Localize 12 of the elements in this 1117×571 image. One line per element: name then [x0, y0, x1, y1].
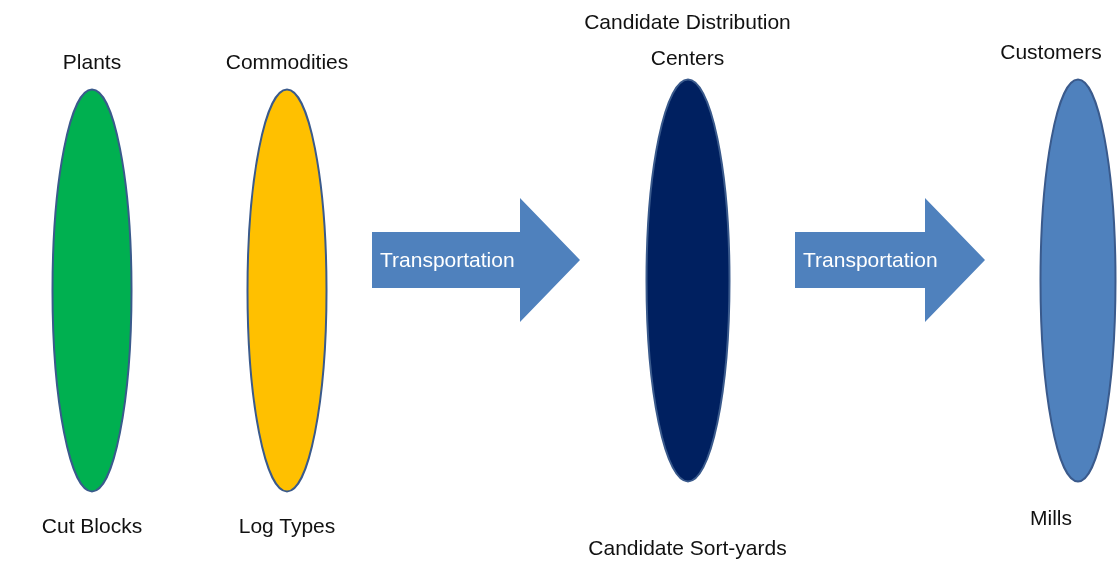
- node-caption: Log Types: [237, 513, 337, 539]
- node-heading: Plants: [61, 49, 123, 75]
- node-caption: Candidate Sort-yards: [587, 535, 788, 561]
- node-caption: Cut Blocks: [40, 513, 144, 539]
- node-heading: Customers: [999, 39, 1103, 65]
- node-caption: Mills: [1029, 505, 1073, 531]
- block-arrow: [795, 198, 985, 322]
- block-arrow: [372, 198, 580, 322]
- edge-label: Transportation: [380, 247, 515, 273]
- node-heading: Candidate Distribution Centers: [583, 9, 792, 71]
- node-heading: Commodities: [224, 49, 350, 75]
- edge-label: Transportation: [803, 247, 938, 273]
